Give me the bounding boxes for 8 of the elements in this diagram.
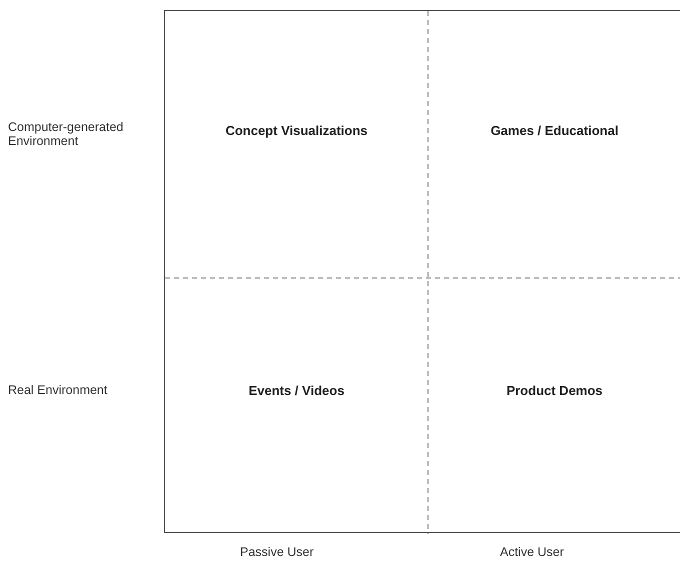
row-label: Real Environment — [8, 383, 108, 397]
column-label: Passive User — [240, 545, 314, 559]
column-label: Active User — [500, 545, 564, 559]
quadrant-title: Concept Visualizations — [225, 123, 368, 138]
row-label: Computer-generated Environment — [8, 120, 124, 148]
quadrant-title: Events / Videos — [248, 383, 344, 398]
quadrant-title: Product Demos — [506, 383, 603, 398]
quadrant-title: Games / Educational — [490, 123, 618, 138]
